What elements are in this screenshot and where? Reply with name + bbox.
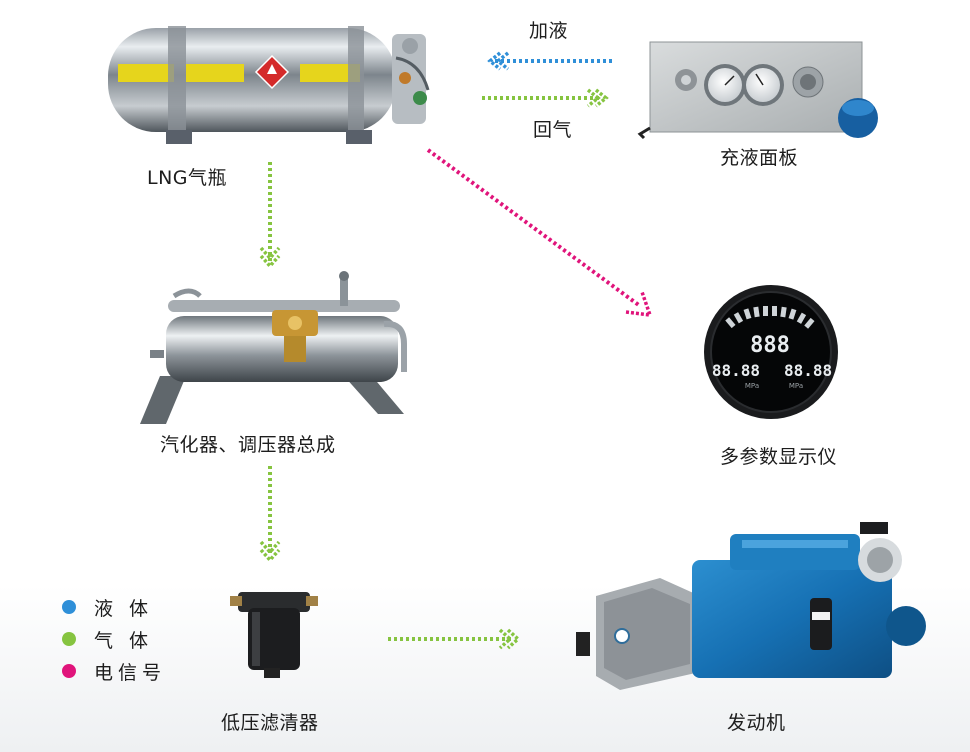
display-bar-segments	[725, 306, 815, 329]
legend-label-liquid: 液 体	[94, 597, 154, 620]
arrow-filter-to-engine	[388, 628, 521, 650]
arrow-return-gas	[482, 88, 609, 108]
fill-panel-image	[637, 41, 878, 140]
arrow-tank-to-display	[426, 148, 653, 318]
vaporizer-label: 汽化器、调压器总成	[160, 434, 336, 456]
legend-item-signal: 电信号	[62, 655, 182, 687]
return-gas-label: 回气	[533, 119, 573, 141]
legend-item-gas: 气 体	[62, 623, 182, 655]
liquid-dot-icon	[62, 600, 76, 614]
arrow-fill-liquid	[487, 51, 612, 71]
display-left-readout: 88.88	[712, 361, 760, 380]
filter-label: 低压滤清器	[221, 712, 319, 734]
display-label: 多参数显示仪	[720, 446, 838, 468]
fill-panel-label: 充液面板	[720, 147, 799, 169]
legend-item-liquid: 液 体	[62, 591, 182, 623]
engine-label: 发动机	[727, 712, 786, 734]
gas-dot-icon	[62, 632, 76, 646]
signal-dot-icon	[62, 664, 76, 678]
engine-image	[576, 522, 926, 690]
filter-image	[230, 592, 318, 678]
lng-tank-label: LNG气瓶	[147, 167, 228, 189]
vaporizer-image	[140, 271, 407, 424]
legend: 液 体 气 体 电信号	[62, 591, 182, 687]
display-unit-left: MPa	[745, 382, 759, 390]
display-image: 888 88.88 88.88 MPa MPa	[704, 285, 838, 419]
legend-label-signal: 电信号	[94, 661, 167, 684]
legend-label-gas: 气 体	[94, 629, 154, 652]
arrow-tank-to-vaporizer	[259, 162, 281, 269]
fill-liquid-label: 加液	[529, 20, 569, 42]
lng-tank-image	[108, 26, 430, 144]
display-right-readout: 88.88	[784, 361, 832, 380]
arrow-vaporizer-to-filter	[259, 466, 281, 563]
display-top-readout: 888	[750, 333, 790, 358]
display-unit-right: MPa	[789, 382, 803, 390]
